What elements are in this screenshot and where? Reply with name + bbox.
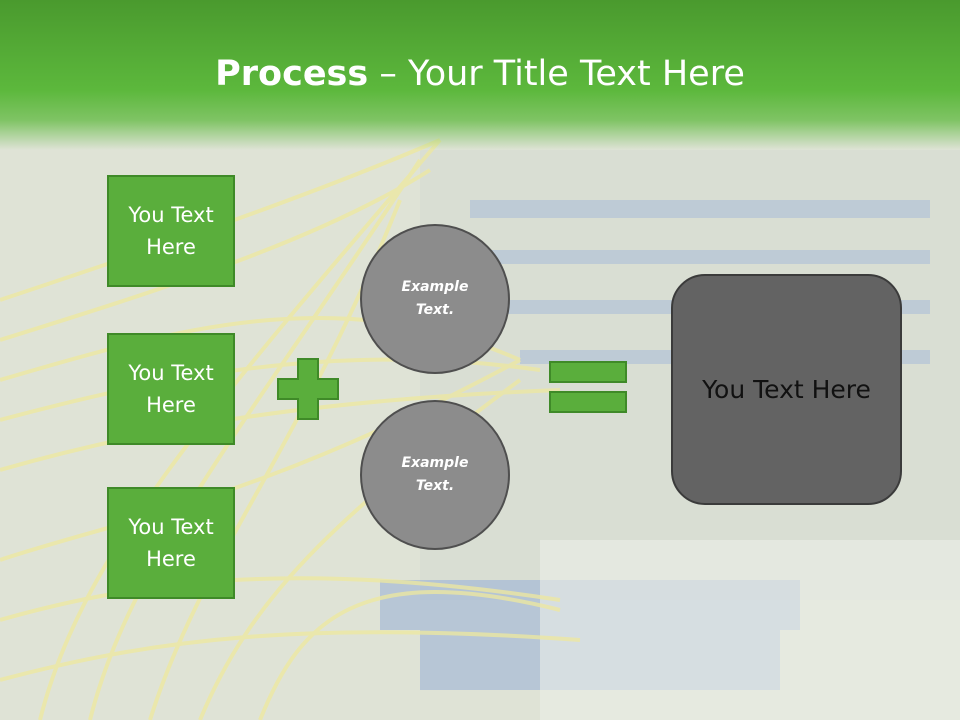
- process-box-1: You Text Here: [107, 175, 235, 287]
- process-box-label: You Text Here: [128, 515, 214, 571]
- plus-icon: [277, 358, 339, 420]
- process-box-3: You Text Here: [107, 487, 235, 599]
- example-circle-label: Example Text.: [401, 279, 469, 318]
- title-rest: – Your Title Text Here: [368, 54, 745, 94]
- process-box-label: You Text Here: [128, 361, 214, 417]
- example-circle-2: Example Text.: [360, 400, 510, 550]
- process-box-label: You Text Here: [128, 203, 214, 259]
- example-circle-1: Example Text.: [360, 224, 510, 374]
- process-box-2: You Text Here: [107, 333, 235, 445]
- title-bold: Process: [215, 54, 369, 94]
- equals-icon: [549, 361, 627, 413]
- result-box: You Text Here: [671, 274, 902, 505]
- example-circle-label: Example Text.: [401, 455, 469, 494]
- title-bar: [0, 0, 960, 150]
- slide-title: Process – Your Title Text Here: [0, 52, 960, 96]
- result-box-label: You Text Here: [702, 375, 871, 404]
